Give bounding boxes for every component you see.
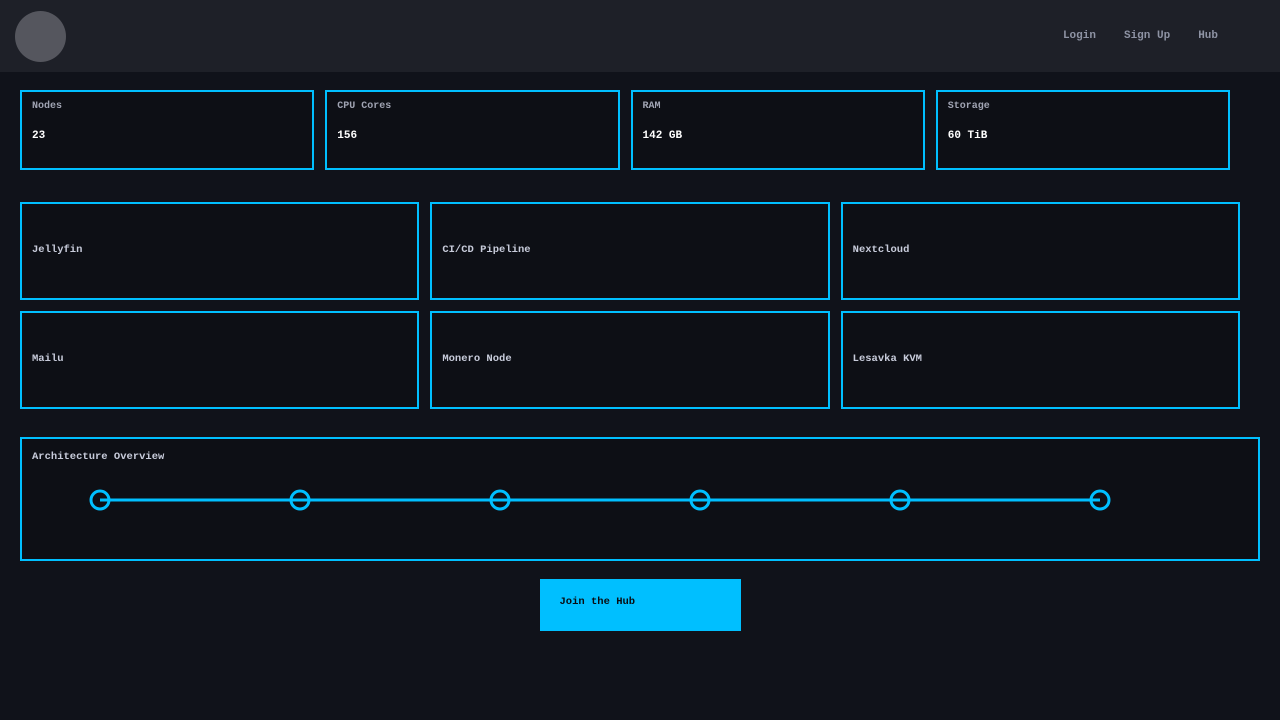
nav-link-login[interactable]: Login (1063, 30, 1096, 42)
stat-card-storage: Storage 60 TiB (936, 90, 1230, 170)
stat-value: 156 (337, 130, 607, 142)
service-title: Jellyfin (32, 244, 407, 256)
stat-label: RAM (643, 101, 913, 113)
service-title: Mailu (32, 353, 407, 365)
service-title: CI/CD Pipeline (442, 244, 817, 256)
nav-link-hub[interactable]: Hub (1198, 30, 1218, 42)
service-card-nextcloud[interactable]: Nextcloud (841, 202, 1240, 300)
architecture-card: Architecture Overview (20, 437, 1260, 561)
stat-label: Nodes (32, 101, 302, 113)
stat-card-cpu-cores: CPU Cores 156 (325, 90, 619, 170)
service-card-mailu[interactable]: Mailu (20, 311, 419, 409)
stat-card-ram: RAM 142 GB (631, 90, 925, 170)
service-card-lesavka-kvm[interactable]: Lesavka KVM (841, 311, 1240, 409)
avatar[interactable] (15, 11, 66, 62)
stats-row: Nodes 23 CPU Cores 156 RAM 142 GB Storag… (20, 90, 1230, 170)
stat-value: 23 (32, 130, 302, 142)
service-title: Lesavka KVM (853, 353, 1228, 365)
join-hub-button[interactable]: Join the Hub (540, 579, 741, 631)
stat-label: Storage (948, 101, 1218, 113)
nav-links: Login Sign Up Hub (1063, 30, 1218, 42)
top-nav: Login Sign Up Hub (0, 0, 1280, 72)
stat-value: 60 TiB (948, 130, 1218, 142)
service-card-monero-node[interactable]: Monero Node (430, 311, 829, 409)
stat-card-nodes: Nodes 23 (20, 90, 314, 170)
services-grid: Jellyfin CI/CD Pipeline Nextcloud Mailu … (20, 202, 1240, 409)
stat-label: CPU Cores (337, 101, 607, 113)
service-title: Nextcloud (853, 244, 1228, 256)
architecture-diagram (32, 484, 1248, 524)
stat-value: 142 GB (643, 130, 913, 142)
nav-link-signup[interactable]: Sign Up (1124, 30, 1170, 42)
service-card-cicd-pipeline[interactable]: CI/CD Pipeline (430, 202, 829, 300)
service-card-jellyfin[interactable]: Jellyfin (20, 202, 419, 300)
architecture-title: Architecture Overview (32, 451, 1248, 464)
service-title: Monero Node (442, 353, 817, 365)
